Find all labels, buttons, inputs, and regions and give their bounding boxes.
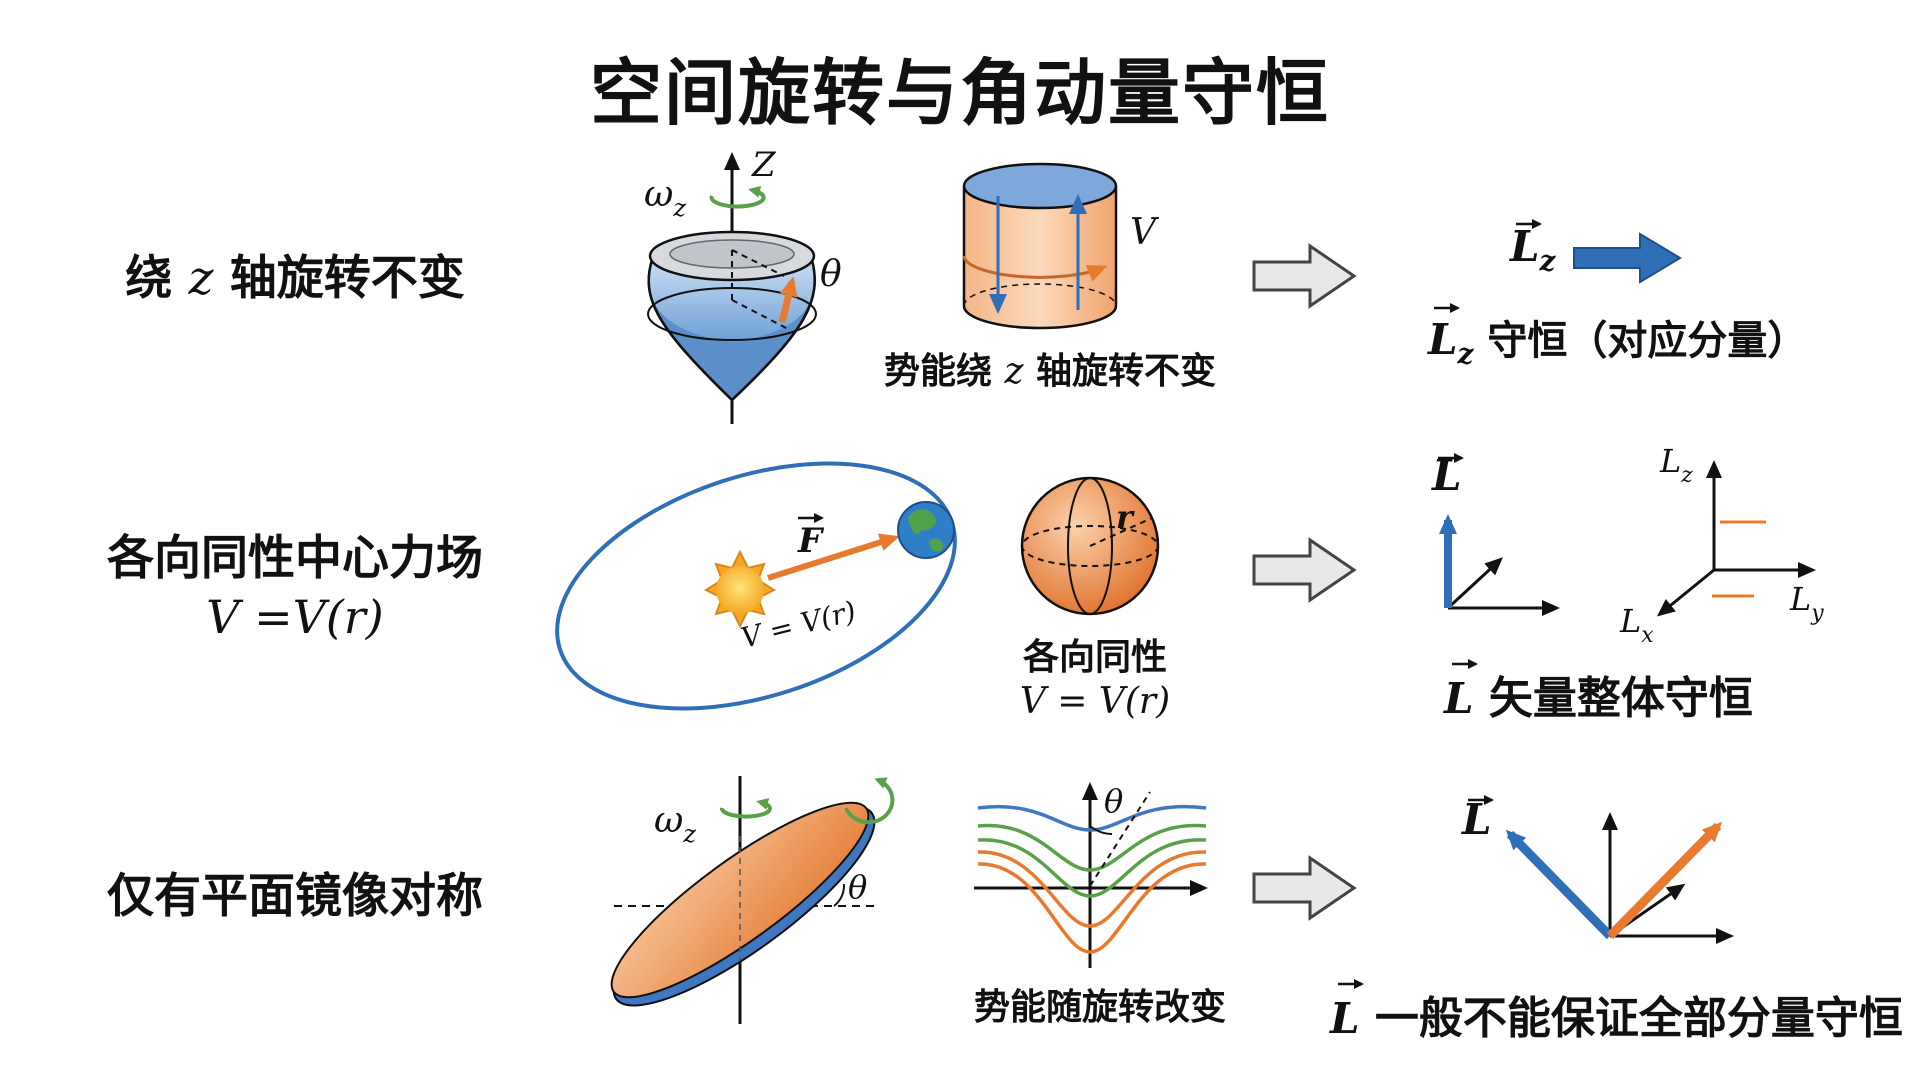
row3-result: L 一般不能保证全部分量守恒 <box>1330 982 1903 1046</box>
ly-label: Ly <box>1789 580 1824 626</box>
row1-label-prefix: 绕 <box>125 251 173 306</box>
omega-label-row3: ωz <box>654 800 696 848</box>
ly-sub: y <box>1810 601 1824 626</box>
row2-label-text: 各向同性中心力场 <box>107 531 483 586</box>
row1-result-top: Lz <box>1510 222 1555 277</box>
row1-result-top-sub: z <box>1539 244 1556 278</box>
ly-symbol: L <box>1789 580 1811 618</box>
row2-implies-arrow <box>1252 537 1357 603</box>
row2-caption-text: 各向同性 <box>1022 637 1167 678</box>
row1-caption-suffix: 轴旋转不变 <box>1036 351 1217 392</box>
row1-result-top-vector: Lz <box>1510 222 1555 277</box>
row1-result-top-symbol: L <box>1510 222 1540 271</box>
tilted-disk-diagram: ωz θ <box>610 776 895 1024</box>
l-component-axes: Lz Ly Lx <box>1619 442 1824 648</box>
row1-result-vector: Lz <box>1428 315 1473 370</box>
row3-vector-diagram: L <box>1461 795 1734 944</box>
row1-caption: 势能绕 z 轴旋转不变 <box>850 350 1250 394</box>
row3-result-text: 一般不能保证全部分量守恒 <box>1374 993 1903 1044</box>
potential-curves-diagram: θ <box>974 782 1208 968</box>
row1-label-axis: z <box>188 251 214 306</box>
omega-label: ωz <box>644 174 686 222</box>
lx-label: Lx <box>1619 602 1654 648</box>
row1-result-text: 守恒（对应分量） <box>1487 318 1808 364</box>
row1-label-suffix: 轴旋转不变 <box>229 251 465 306</box>
cylinder-diagram: V <box>962 162 1160 330</box>
sphere-diagram: r <box>1020 476 1160 616</box>
row1-result-symbol: L <box>1428 315 1458 364</box>
row3-vector-label: L <box>1461 795 1492 844</box>
omega-symbol-row3: ω <box>654 800 683 841</box>
earth-icon <box>897 501 955 559</box>
row1-caption-prefix: 势能绕 <box>883 351 992 392</box>
theta-label: θ <box>820 254 842 295</box>
radius-label: r <box>1116 498 1135 536</box>
lx-symbol: L <box>1619 602 1641 640</box>
row2-result-vector: L <box>1444 674 1474 723</box>
lx-sub: x <box>1641 623 1654 648</box>
spinning-top-diagram: Z ωz θ <box>644 145 842 424</box>
row1-label: 绕 z 轴旋转不变 <box>60 250 530 308</box>
z-axis-label: Z <box>751 145 777 185</box>
theta-label-row3: θ <box>848 868 867 906</box>
row2-result: L 矢量整体守恒 <box>1444 662 1753 726</box>
row2-label-formula: V =V(r) <box>206 590 384 644</box>
lz-blue-arrow <box>1434 219 1682 313</box>
row3-caption: 势能随旋转改变 <box>940 986 1260 1030</box>
force-label: F <box>797 521 825 561</box>
omega-sub-row3: z <box>682 820 696 848</box>
lz-label: Lz <box>1659 442 1693 488</box>
row2-caption: 各向同性 V = V(r) <box>960 636 1230 724</box>
row1-result-sub: z <box>1457 337 1474 371</box>
row3-label: 仅有平面镜像对称 <box>60 868 530 926</box>
row1-implies-arrow <box>1252 243 1357 309</box>
l-vector-label: L <box>1431 451 1462 500</box>
row2-result-text: 矢量整体守恒 <box>1488 673 1753 724</box>
row2-label: 各向同性中心力场 V =V(r) <box>60 530 530 646</box>
row2-caption-formula: V = V(r) <box>1019 681 1171 722</box>
row1-caption-axis: z <box>1004 351 1024 392</box>
row3-implies-arrow <box>1252 855 1357 921</box>
row3-label-text: 仅有平面镜像对称 <box>107 869 483 924</box>
lz-sub: z <box>1680 463 1693 488</box>
orbit-formula: V = V(r) <box>738 594 859 654</box>
page-title: 空间旋转与角动量守恒 <box>589 51 1330 135</box>
theta2-label: θ <box>1104 782 1123 820</box>
omega-sub: z <box>672 194 686 222</box>
orbit-diagram: F V = V(r) <box>555 461 957 711</box>
row3-caption-text: 势能随旋转改变 <box>973 987 1226 1028</box>
sun-icon <box>703 549 777 629</box>
omega-symbol: ω <box>644 174 673 215</box>
volume-label: V <box>1130 212 1160 253</box>
row1-result: Lz 守恒（对应分量） <box>1428 308 1807 370</box>
row3-result-vector: L <box>1330 994 1360 1043</box>
lz-symbol: L <box>1659 442 1681 480</box>
l-vector-axes-left: L <box>1431 451 1560 616</box>
